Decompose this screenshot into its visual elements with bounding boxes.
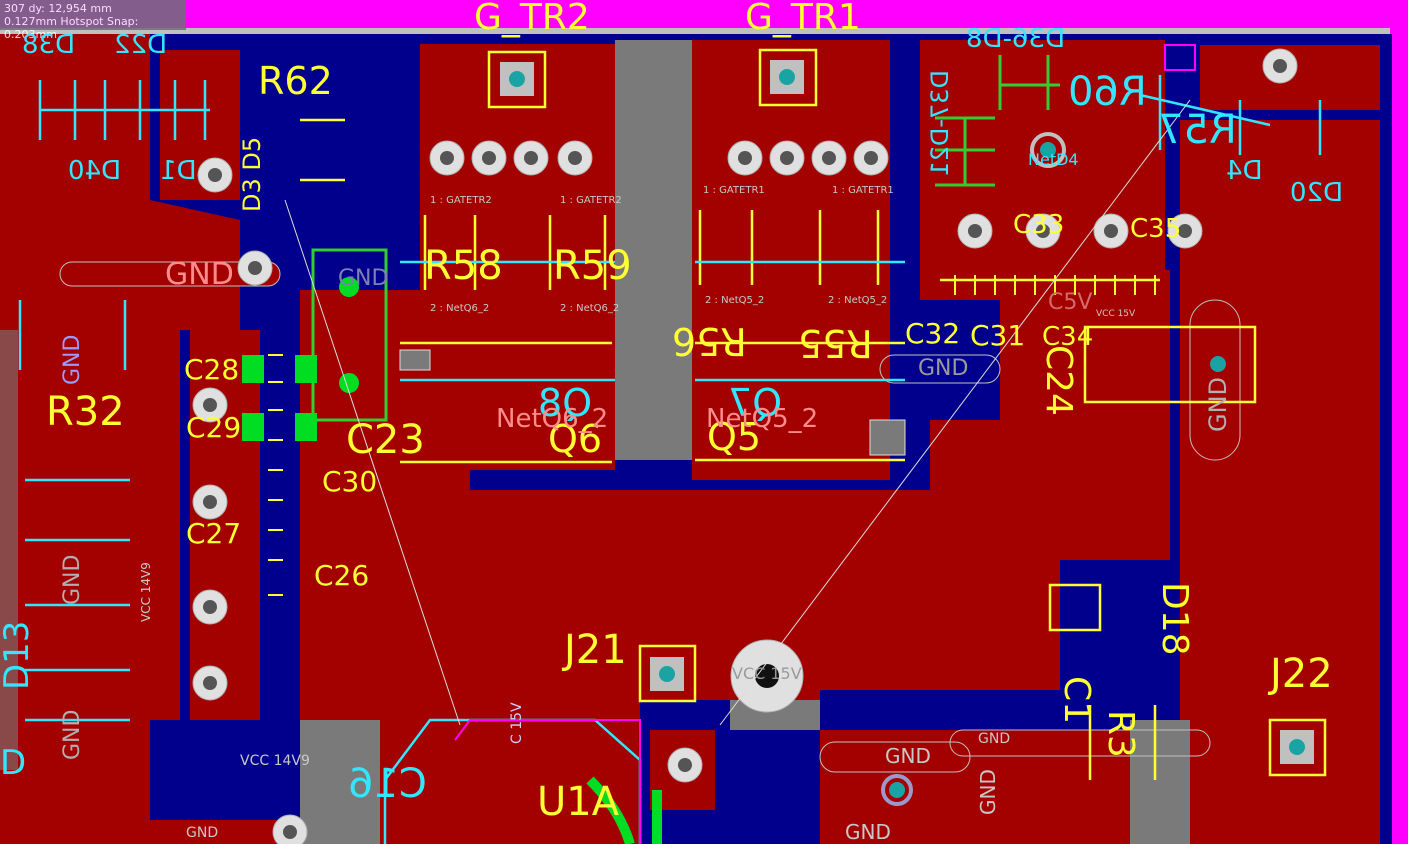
label-gnd-pad: GND [338, 266, 389, 291]
label-gnd-left-2: GND [60, 554, 85, 605]
label-net-q6: NetQ6_2 [496, 404, 609, 434]
label-gnd-right: GND [1204, 376, 1232, 432]
label-d22[interactable]: D22 [114, 30, 168, 60]
label-gnd-bottom-3: GND [845, 820, 891, 844]
label-c30[interactable]: C30 [322, 465, 378, 498]
label-gnd-pill: GND [165, 257, 234, 292]
label-d18[interactable]: D18 [1154, 582, 1195, 656]
pad-gatetr1-b: 1 : GATETR1 [832, 185, 894, 196]
label-r59[interactable]: R59 [553, 243, 632, 289]
label-net-q5: NetQ5_2 [706, 404, 819, 434]
pad-gatetr2-b: 1 : GATETR2 [560, 195, 622, 206]
label-r57[interactable]: R57 [1158, 107, 1237, 153]
label-c27[interactable]: C27 [186, 517, 242, 550]
label-r32[interactable]: R32 [46, 389, 125, 435]
label-c28[interactable]: C28 [184, 353, 240, 386]
label-vcc-14v9: VCC 14V9 [139, 562, 153, 622]
label-d38[interactable]: D38 [22, 30, 76, 60]
label-u1a[interactable]: U1A [537, 779, 620, 825]
pad-netq6-a: 2 : NetQ6_2 [430, 303, 490, 314]
label-r55[interactable]: R55 [798, 321, 873, 365]
pad-netq5-a: 2 : NetQ5_2 [705, 295, 765, 306]
label-gnd-left-1: GND [60, 334, 85, 385]
label-vcc-15v-via: VCC 15V [732, 664, 802, 683]
label-r60[interactable]: R60 [1068, 69, 1147, 115]
label-c33[interactable]: C33 [1013, 210, 1065, 240]
label-d36-d8[interactable]: D36-D8 [966, 24, 1066, 54]
label-r58[interactable]: R58 [424, 243, 503, 289]
label-vcc-14v9-b: VCC 14V9 [240, 753, 310, 769]
label-net-d4: NetD4 [1028, 150, 1079, 169]
label-d37-d21[interactable]: D37-D21 [926, 70, 954, 177]
label-d4[interactable]: D4 [1226, 156, 1263, 186]
label-c29[interactable]: C29 [186, 411, 242, 444]
label-gnd-bottom-5: GND [186, 825, 219, 841]
label-q6[interactable]: Q6 [548, 417, 603, 461]
label-d13[interactable]: D13 [0, 620, 37, 690]
label-d1[interactable]: D1 [160, 156, 197, 186]
label-c34[interactable]: C34 [1042, 322, 1094, 352]
label-gnd-bottom-4: GND [976, 769, 1000, 815]
label-c-15v: C 15V [509, 702, 525, 744]
label-c26[interactable]: C26 [314, 559, 370, 592]
label-r56[interactable]: R56 [672, 319, 747, 363]
label-d3-d5[interactable]: D3 D5 [238, 136, 266, 212]
label-gnd-pill-right: GND [918, 356, 969, 381]
label-c23[interactable]: C23 [346, 417, 425, 463]
label-j22[interactable]: J22 [1270, 651, 1333, 697]
label-c16[interactable]: C16 [348, 761, 427, 807]
label-c31[interactable]: C31 [970, 319, 1026, 352]
pad-vcc15v-small: VCC 15V [1096, 309, 1136, 319]
measure-readout: 307 dy: 12,954 mm 0.127mm Hotspot Snap: … [0, 0, 186, 41]
label-q5[interactable]: Q5 [707, 415, 762, 459]
pad-netq5-b: 2 : NetQ5_2 [828, 295, 888, 306]
label-gnd-bottom-1: GND [885, 744, 931, 768]
label-c32[interactable]: C32 [905, 317, 961, 350]
label-c35[interactable]: C35 [1130, 214, 1182, 244]
label-gnd-bottom-2: GND [978, 731, 1011, 747]
label-r62[interactable]: R62 [258, 59, 333, 103]
label-c24[interactable]: C24 [1038, 345, 1079, 416]
label-g-tr2[interactable]: G_TR2 [474, 0, 590, 38]
pad-gatetr2-a: 1 : GATETR2 [430, 195, 492, 206]
label-g-tr1[interactable]: G_TR1 [745, 0, 861, 38]
label-gnd-left-3: GND [60, 709, 85, 760]
label-c1[interactable]: C1 [1056, 676, 1097, 725]
label-d-left[interactable]: D [0, 743, 27, 783]
label-j21[interactable]: J21 [564, 627, 627, 673]
label-d20[interactable]: D20 [1290, 178, 1344, 208]
pad-gatetr1-a: 1 : GATETR1 [703, 185, 765, 196]
label-r3[interactable]: R3 [1100, 710, 1141, 758]
label-d40[interactable]: D40 [68, 156, 122, 186]
label-c5v: C5V [1048, 290, 1093, 315]
readout-line-2: 0.127mm Hotspot Snap: 0.203mm [4, 15, 139, 41]
readout-line-1: 307 dy: 12,954 mm [4, 2, 112, 15]
pad-netq6-b: 2 : NetQ6_2 [560, 303, 620, 314]
